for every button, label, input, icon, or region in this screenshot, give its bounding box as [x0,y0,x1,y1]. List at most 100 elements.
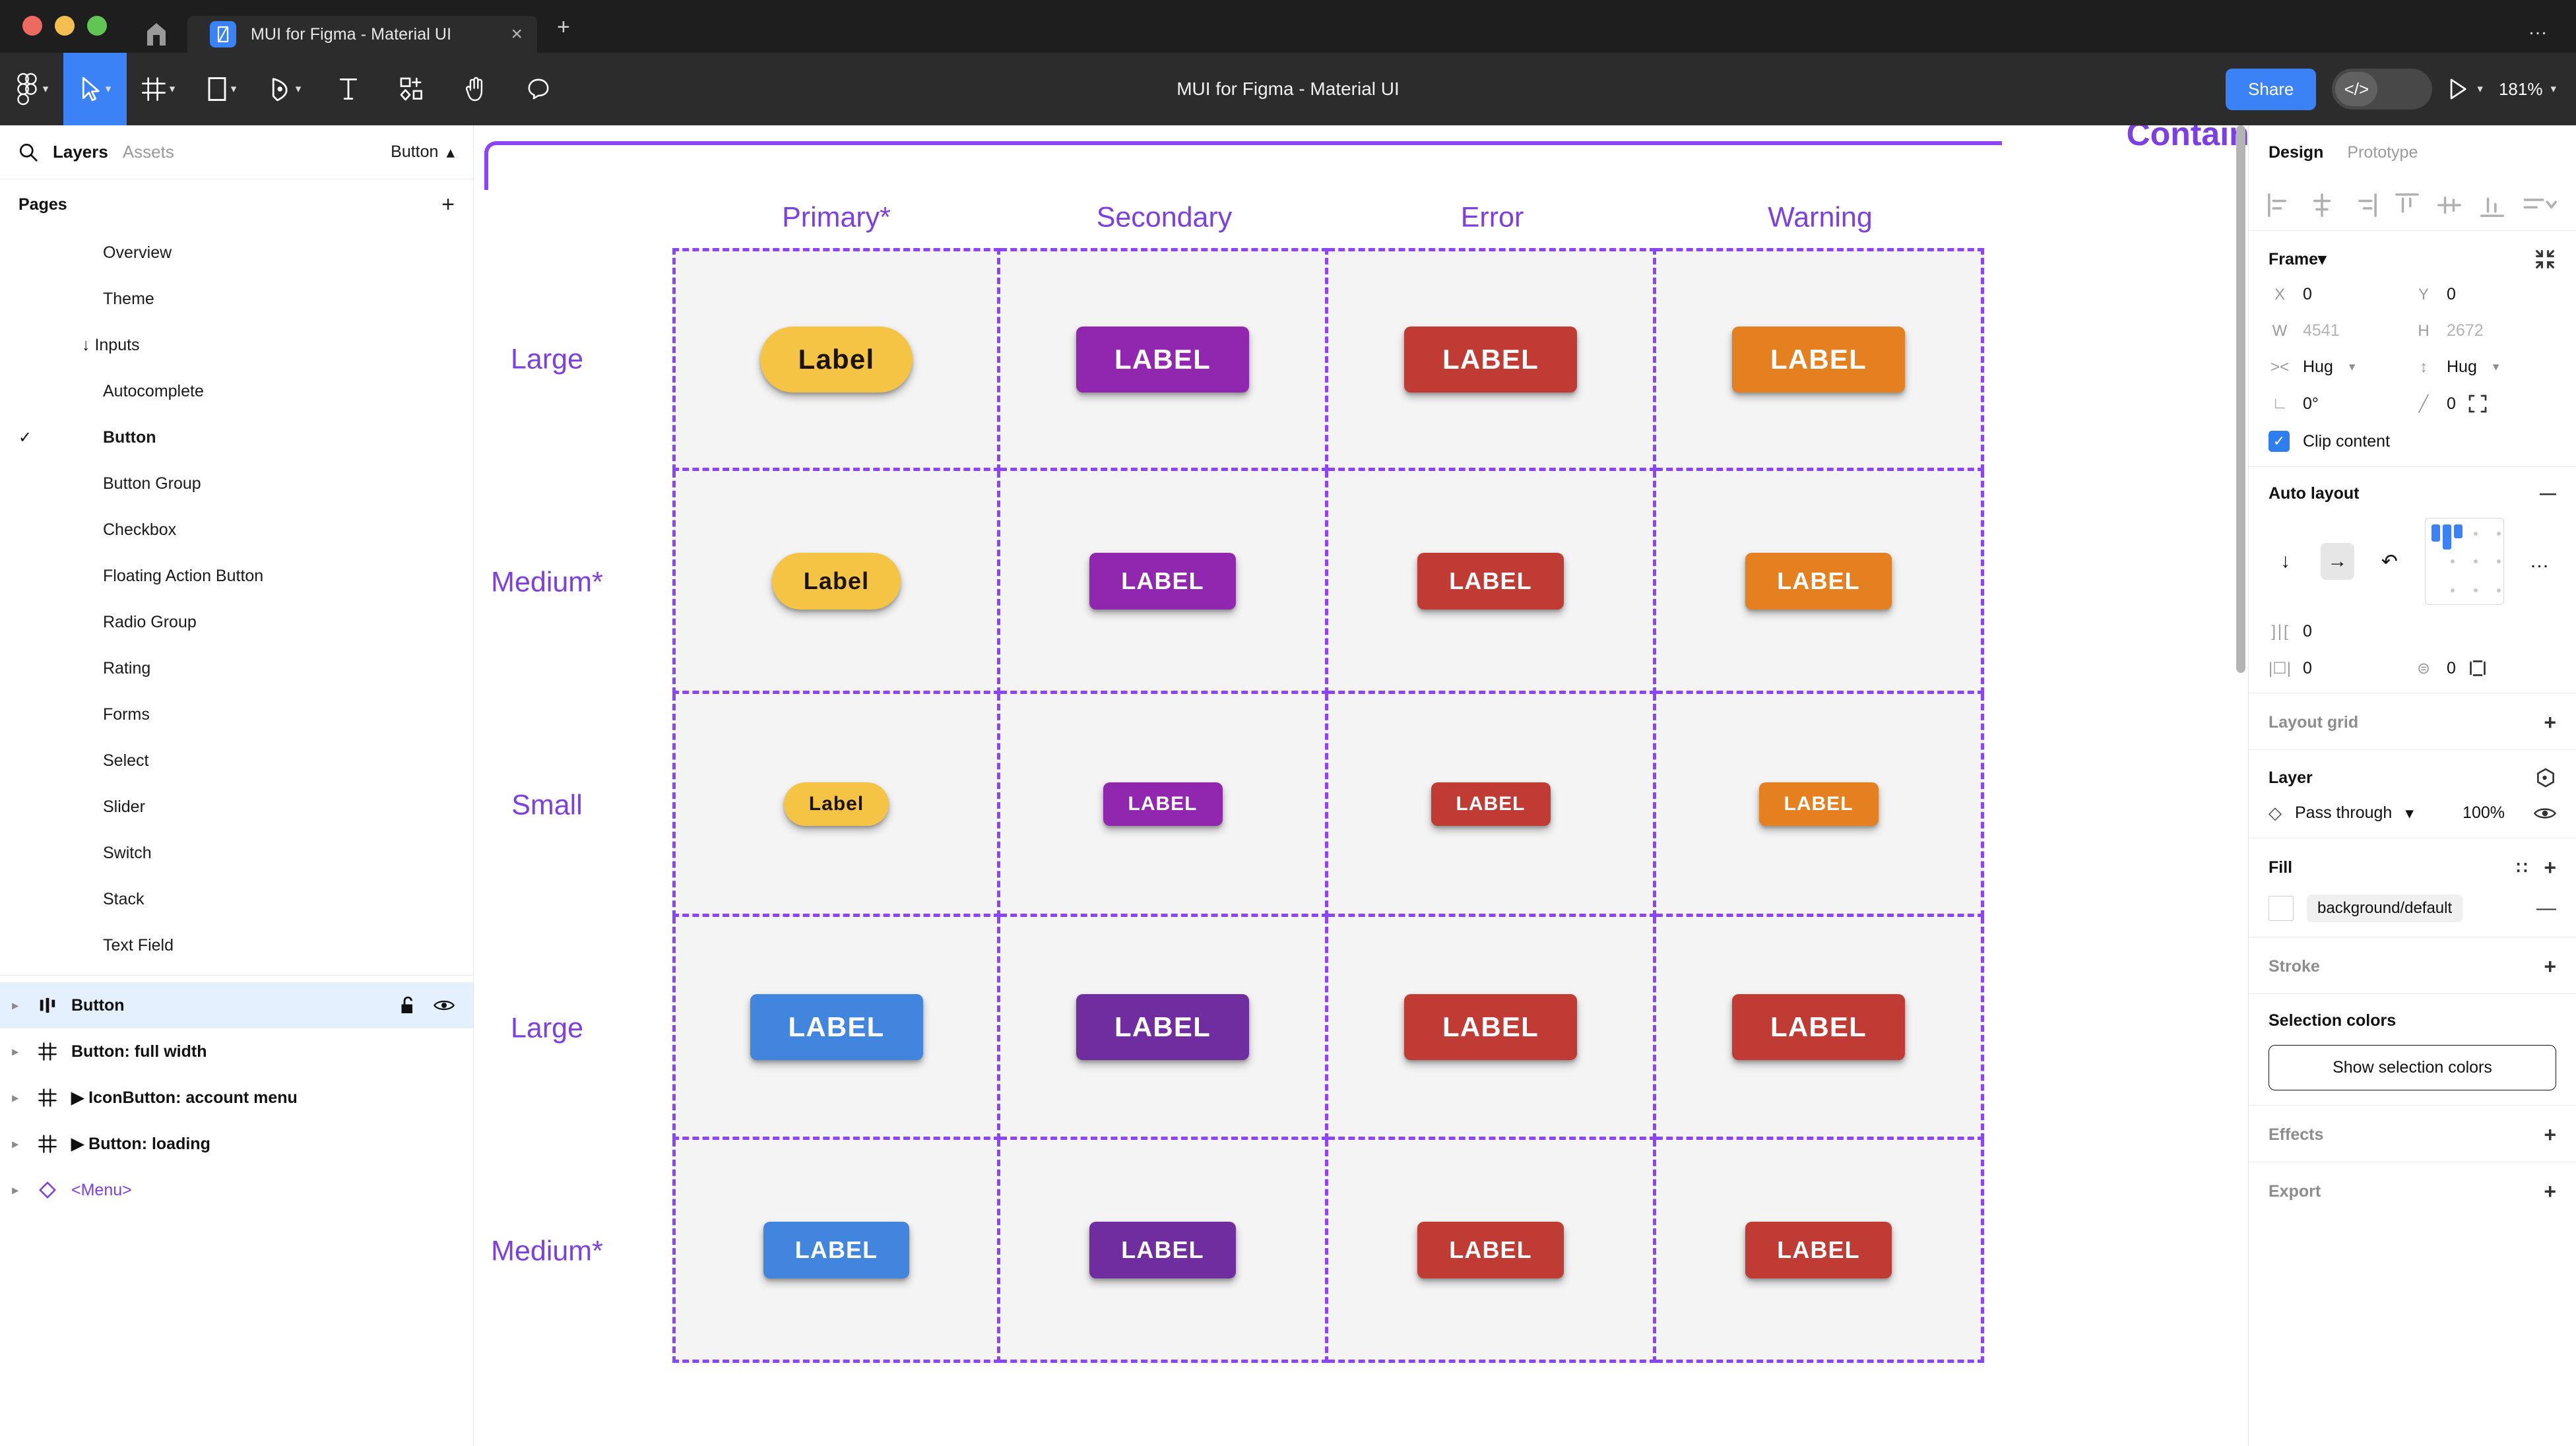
expand-triangle-icon[interactable]: ▸ [7,1091,24,1105]
page-item-overview[interactable]: Overview [0,230,473,276]
clip-content-row[interactable]: ✓ Clip content [2269,431,2556,452]
dev-mode-toggle[interactable]: </> [2332,69,2432,110]
variant-button[interactable]: LABEL [1404,327,1577,393]
align-vertical-center-icon[interactable] [2435,191,2463,219]
blend-mode-value[interactable]: Pass through [2295,803,2392,823]
variant-button[interactable]: LABEL [1103,782,1223,826]
direction-wrap-button[interactable]: ↶ [2373,543,2406,580]
maximize-window-button[interactable] [87,16,107,36]
layer-row[interactable]: ▸Button: full width [0,1028,473,1075]
hand-tool-button[interactable] [443,53,507,125]
variant-button[interactable]: LABEL [763,1222,910,1278]
zoom-level-control[interactable]: 181% ▾ [2499,79,2556,100]
variant-button[interactable]: LABEL [1431,782,1551,826]
page-item-text-field[interactable]: Text Field [0,922,473,968]
align-top-icon[interactable] [2393,191,2421,219]
layer-visibility-button[interactable] [2534,805,2556,822]
height-field[interactable]: H 2672 [2412,321,2556,340]
fill-styles-button[interactable]: ∷ [2517,863,2530,873]
resources-tool-button[interactable] [380,53,443,125]
canvas-vertical-scrollbar[interactable] [2236,125,2245,673]
page-selector[interactable]: Button ▴ [391,142,455,162]
align-bottom-icon[interactable] [2478,191,2506,219]
x-field[interactable]: X 0 [2269,285,2412,304]
page-item-autocomplete[interactable]: Autocomplete [0,368,473,414]
remove-fill-button[interactable]: — [2536,897,2556,920]
add-effect-button[interactable]: + [2544,1123,2556,1147]
variant-button[interactable]: LABEL [1089,553,1236,610]
tab-layers[interactable]: Layers [53,142,108,162]
comment-tool-button[interactable] [507,53,570,125]
corner-radius-field[interactable]: ╱ 0 [2412,394,2556,414]
auto-layout-alignment-pad[interactable] [2425,518,2504,605]
vertical-resize-field[interactable]: ↕ Hug ▾ [2412,358,2556,377]
text-tool-button[interactable] [317,53,380,125]
page-item-inputs[interactable]: ↓ Inputs [0,322,473,368]
horizontal-resize-field[interactable]: >< Hug ▾ [2269,358,2412,377]
layer-row[interactable]: ▸▶ IconButton: account menu [0,1075,473,1121]
minimize-window-button[interactable] [55,16,75,36]
expand-triangle-icon[interactable]: ▸ [7,1045,24,1059]
gap-field[interactable]: ]∣[ 0 [2269,622,2412,641]
individual-padding-button[interactable] [2468,658,2488,678]
layer-settings-button[interactable] [2535,767,2556,788]
close-window-button[interactable] [22,16,42,36]
page-item-slider[interactable]: Slider [0,784,473,830]
distribute-icon[interactable] [2521,191,2559,219]
present-button[interactable]: ▾ [2448,78,2483,100]
layer-row[interactable]: ▸Button [0,982,473,1028]
auto-layout-more-button[interactable]: … [2523,543,2556,580]
variant-button[interactable]: LABEL [1417,1222,1564,1278]
frame-tool-button[interactable]: ▾ [127,53,190,125]
tab-prototype[interactable]: Prototype [2347,143,2418,162]
design-canvas[interactable]: Contained Primary*SecondaryErrorWarning … [474,125,2248,1446]
page-item-rating[interactable]: Rating [0,645,473,691]
page-item-stack[interactable]: Stack [0,876,473,922]
width-field[interactable]: W 4541 [2269,321,2412,340]
expand-triangle-icon[interactable]: ▸ [7,1137,24,1151]
vertical-padding-field[interactable]: ⊜ 0 [2412,658,2556,678]
chevron-down-icon[interactable]: ▾ [2318,249,2327,269]
variant-button[interactable]: LABEL [1076,994,1249,1060]
frame-collapse-action[interactable] [2534,248,2556,270]
page-item-forms[interactable]: Forms [0,691,473,738]
new-tab-button[interactable]: + [537,16,570,53]
variant-button[interactable]: Label [772,553,901,610]
layer-row[interactable]: ▸▶ Button: loading [0,1121,473,1167]
share-button[interactable]: Share [2226,69,2316,110]
home-tab[interactable] [125,16,187,53]
shape-tool-button[interactable]: ▾ [190,53,253,125]
y-field[interactable]: Y 0 [2412,285,2556,304]
tab-design[interactable]: Design [2269,143,2323,162]
variant-button[interactable]: Label [784,782,889,826]
fill-style-name[interactable]: background/default [2307,895,2463,922]
page-item-floating-action-button[interactable]: Floating Action Button [0,553,473,599]
expand-triangle-icon[interactable]: ▸ [7,1183,24,1197]
direction-vertical-button[interactable]: ↓ [2269,543,2302,580]
fill-color-swatch[interactable] [2269,896,2294,921]
variant-button[interactable]: LABEL [1732,327,1905,393]
page-item-button-group[interactable]: Button Group [0,460,473,507]
add-stroke-button[interactable]: + [2544,955,2556,979]
variant-button[interactable]: LABEL [750,994,923,1060]
horizontal-padding-field[interactable]: |☐| 0 [2269,659,2412,678]
layer-opacity-value[interactable]: 100% [2463,803,2505,823]
rotation-field[interactable]: ∟ 0° [2269,394,2412,414]
clip-content-checkbox[interactable]: ✓ [2269,431,2290,452]
variant-button[interactable]: LABEL [1759,782,1879,826]
page-item-checkbox[interactable]: Checkbox [0,507,473,553]
page-item-switch[interactable]: Switch [0,830,473,876]
align-left-icon[interactable] [2266,191,2294,219]
move-tool-button[interactable]: ▾ [63,53,127,125]
add-export-button[interactable]: + [2544,1179,2556,1204]
lock-open-icon[interactable] [399,995,418,1015]
variant-button[interactable]: LABEL [1417,553,1564,610]
variant-button[interactable]: LABEL [1745,553,1892,610]
close-tab-button[interactable]: × [484,24,523,44]
add-fill-button[interactable]: + [2544,856,2556,880]
expand-triangle-icon[interactable]: ▸ [7,999,24,1013]
eye-icon[interactable] [434,997,455,1013]
search-icon[interactable] [18,142,38,162]
add-page-button[interactable]: + [441,193,455,216]
remove-auto-layout-button[interactable]: — [2540,484,2556,503]
